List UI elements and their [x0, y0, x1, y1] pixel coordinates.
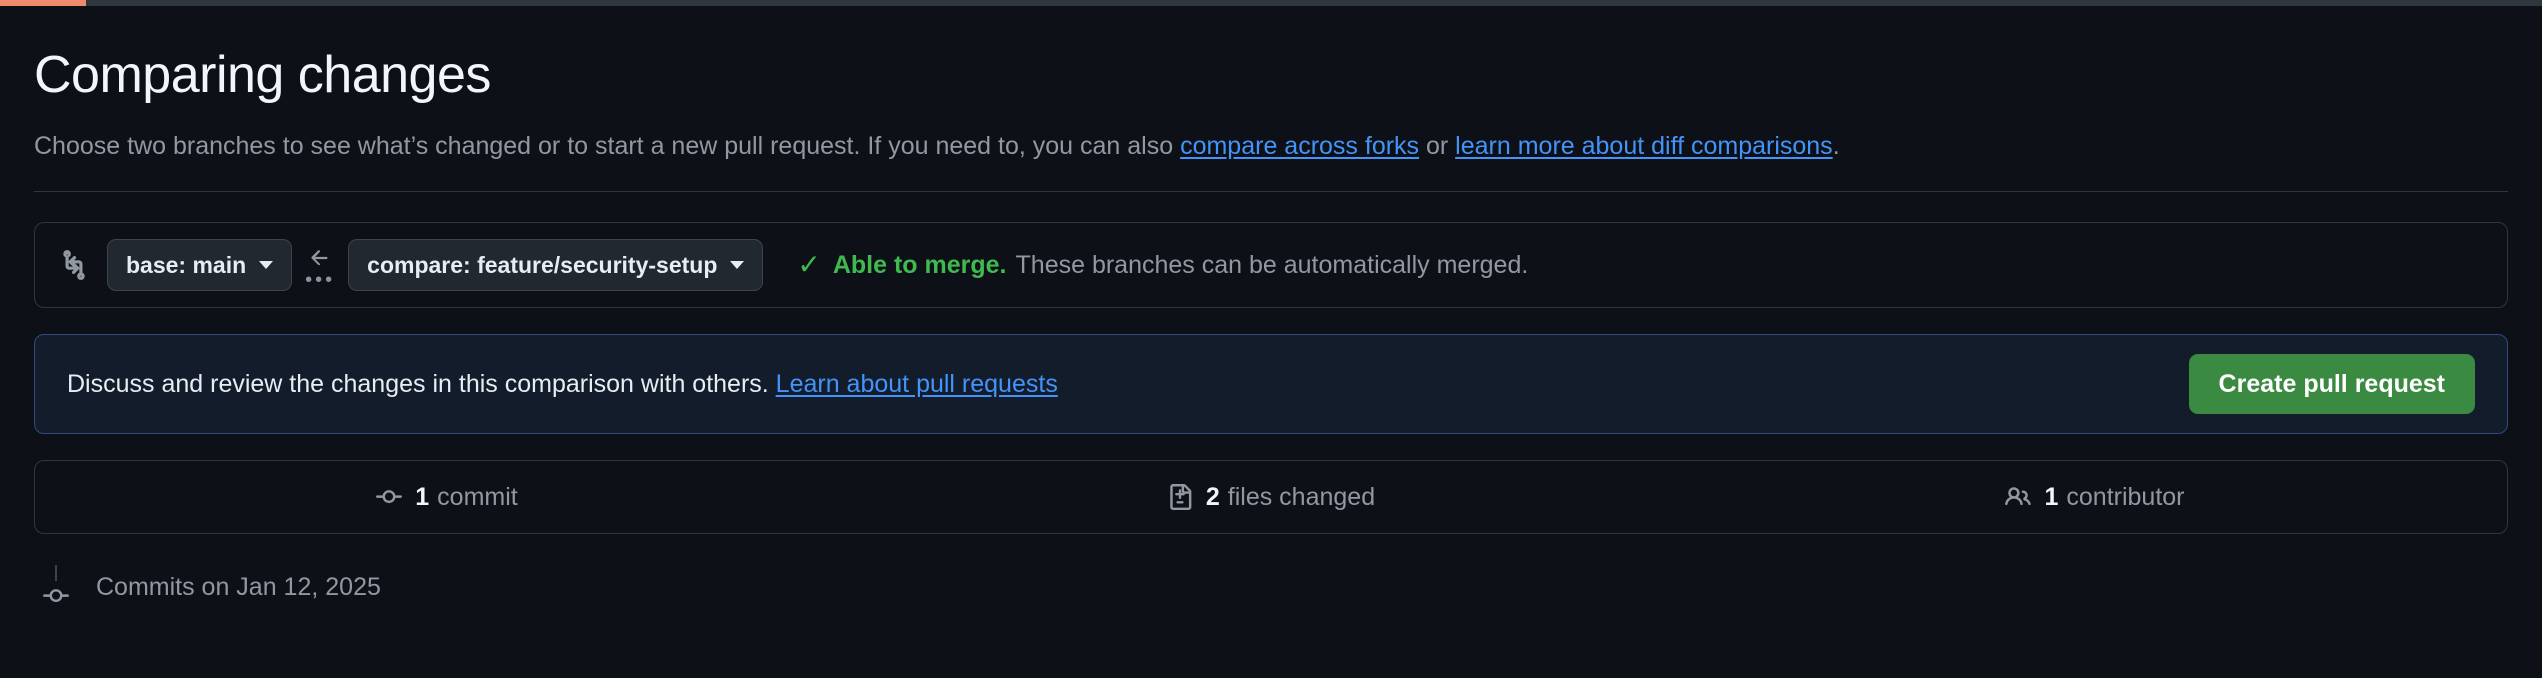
base-branch-selector[interactable]: base: main	[107, 239, 293, 292]
subtitle-text-or: or	[1419, 131, 1456, 160]
header-divider	[34, 191, 2508, 193]
compare-page: Comparing changes Choose two branches to…	[34, 46, 2508, 614]
subtitle-text-lead: Choose two branches to see what’s change…	[34, 131, 1181, 160]
pull-request-banner-text: Discuss and review the changes in this c…	[67, 370, 1058, 399]
chevron-down-icon	[730, 261, 745, 270]
stat-files-changed-count: 2	[1205, 482, 1220, 511]
check-icon: ✓	[797, 249, 821, 281]
timeline-node	[34, 565, 78, 609]
base-branch-label: base: main	[126, 251, 247, 278]
stat-files-changed-label: files changed	[1227, 482, 1376, 511]
compare-branch-label: compare: feature/security-setup	[367, 251, 718, 278]
create-pull-request-button[interactable]: Create pull request	[2188, 354, 2475, 415]
branch-selector-bar: base: main ••• compare: feature/security…	[34, 222, 2508, 309]
stat-commits-count: 1	[415, 482, 430, 511]
learn-about-diff-comparisons-link[interactable]: learn more about diff comparisons	[1455, 131, 1833, 160]
git-compare-icon	[63, 250, 85, 281]
stat-commits-label: commit	[437, 482, 518, 511]
arrow-left-icon	[311, 249, 328, 265]
stat-contributors[interactable]: 1 contributor	[1683, 483, 2507, 512]
merge-status-detail: These branches can be automatically merg…	[1015, 250, 1529, 279]
git-commit-icon	[43, 589, 69, 603]
file-diff-icon	[1170, 484, 1192, 511]
people-icon	[2005, 487, 2032, 506]
learn-about-pull-requests-link[interactable]: Learn about pull requests	[775, 369, 1058, 398]
subtitle-text-end: .	[1832, 131, 1840, 160]
comparison-stats-bar: 1 commit 2 files changed 1 contributor	[34, 460, 2508, 535]
stat-files-changed[interactable]: 2 files changed	[859, 483, 1683, 512]
pr-banner-lead: Discuss and review the changes in this c…	[67, 369, 776, 398]
page-loading-bar-fill	[0, 0, 87, 6]
stat-contributors-count: 1	[2044, 482, 2059, 511]
commits-timeline-header: Commits on Jan 12, 2025	[34, 560, 2508, 614]
merge-status: ✓ Able to merge. These branches can be a…	[797, 251, 1528, 280]
compare-across-forks-link[interactable]: compare across forks	[1180, 131, 1420, 160]
compare-branch-selector[interactable]: compare: feature/security-setup	[348, 239, 764, 292]
stat-commits[interactable]: 1 commit	[35, 483, 859, 512]
ellipsis-indicator: •••	[305, 268, 336, 291]
merge-status-title: Able to merge.	[832, 250, 1007, 279]
stat-contributors-label: contributor	[2066, 482, 2185, 511]
pull-request-banner: Discuss and review the changes in this c…	[34, 334, 2508, 435]
page-subtitle: Choose two branches to see what’s change…	[34, 128, 2508, 166]
page-title: Comparing changes	[34, 46, 491, 104]
timeline-stem	[55, 565, 57, 582]
git-commit-icon	[376, 490, 403, 504]
chevron-down-icon	[259, 261, 274, 270]
direction-arrow-group: •••	[292, 246, 348, 291]
commits-date-label: Commits on Jan 12, 2025	[96, 572, 381, 601]
page-loading-bar	[0, 0, 2542, 6]
